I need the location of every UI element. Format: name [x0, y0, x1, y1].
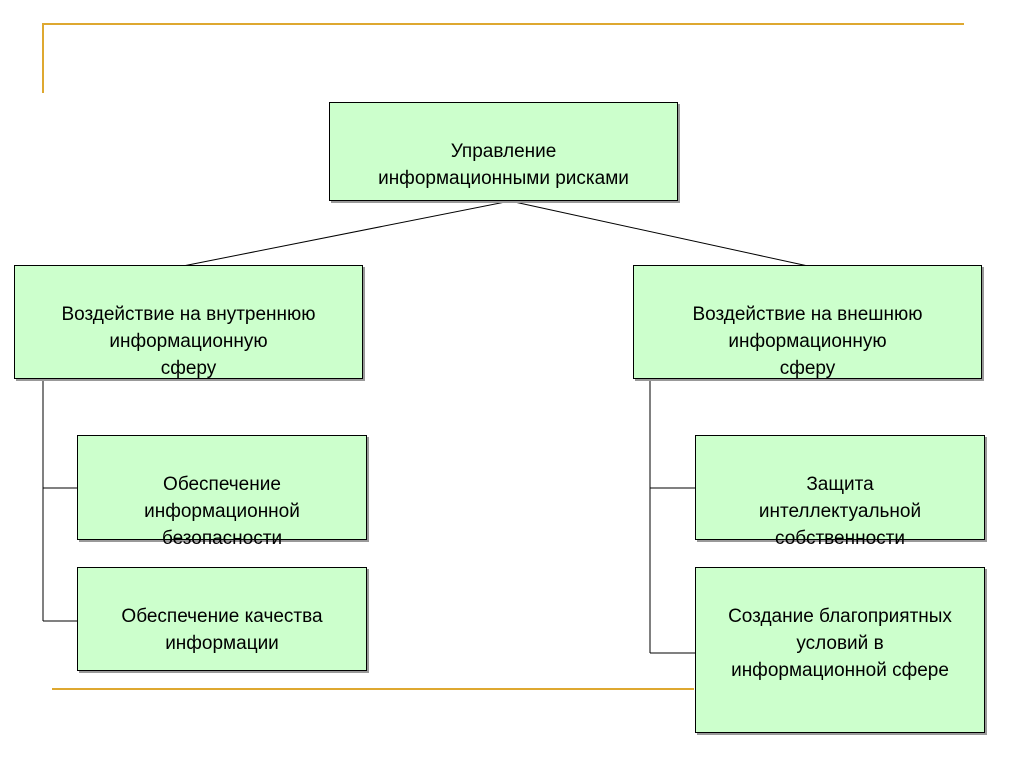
node-internal-label: Воздействие на внутреннюю информационную…	[61, 304, 316, 379]
node-favorable-conditions: Создание благоприятных условий в информа…	[695, 567, 985, 733]
accent-line-left	[42, 23, 44, 93]
node-ip-protection-label: Защита интеллектуальной собственности	[758, 474, 922, 549]
node-favorable-conditions-label: Создание благоприятных условий в информа…	[728, 606, 952, 681]
connector-root-external	[509, 200, 809, 267]
node-quality: Обеспечение качества информации	[77, 567, 367, 671]
node-internal: Воздействие на внутреннюю информационную…	[14, 265, 363, 379]
node-external-label: Воздействие на внешнюю информационную сф…	[692, 304, 923, 379]
node-security: Обеспечение информационной безопасности	[77, 435, 367, 549]
node-security-label: Обеспечение информационной безопасности	[144, 474, 300, 549]
node-quality-label: Обеспечение качества информации	[121, 606, 323, 654]
connector-root-internal	[182, 200, 511, 267]
accent-line-top	[42, 23, 964, 25]
node-root-label: Управление информационными рисками	[378, 141, 629, 189]
node-ip-protection: Защита интеллектуальной собственности	[695, 435, 985, 549]
node-root: Управление информационными рисками	[329, 102, 678, 201]
accent-line-bottom	[52, 688, 694, 690]
node-external: Воздействие на внешнюю информационную сф…	[633, 265, 982, 379]
